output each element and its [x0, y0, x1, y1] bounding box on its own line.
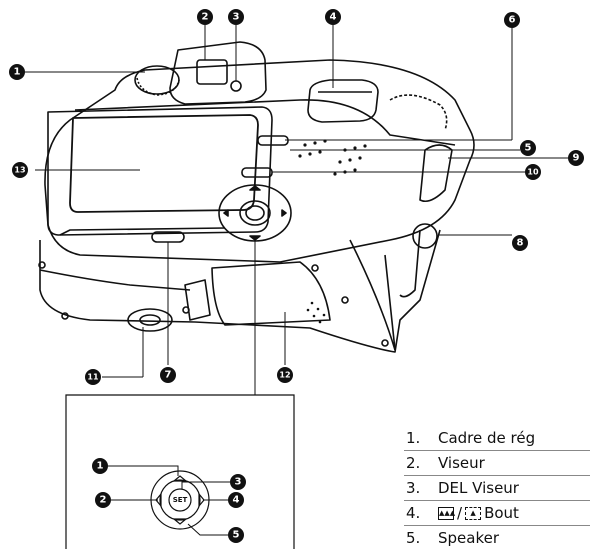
callout-7: 7: [165, 370, 172, 381]
lcd-frame: [47, 106, 273, 236]
button-10: [241, 167, 273, 178]
legend-row-3: 3. DEL Viseur: [404, 476, 590, 501]
lcd-screen: [69, 114, 259, 213]
legend-row-5: 5. Speaker: [404, 526, 590, 550]
callout-1: 1: [14, 67, 21, 78]
legend-label: Speaker: [438, 529, 500, 547]
callout-11: 11: [87, 373, 99, 382]
strap-lug: [412, 223, 438, 249]
inset-callout-1: 1: [97, 461, 104, 472]
bottom-vents: [306, 301, 326, 324]
inset-callout-4: 4: [233, 495, 240, 506]
legend-label: Cadre de rég: [438, 429, 536, 447]
legend-num: 2.: [406, 454, 421, 472]
speaker-grille: [298, 139, 367, 176]
inset-callout-2: 2: [100, 495, 107, 506]
legend-row-2: 2. Viseur: [404, 451, 590, 476]
legend-num: 1.: [406, 429, 421, 447]
callout-2: 2: [202, 12, 209, 23]
battery-cover: [211, 261, 331, 326]
viewfinder-led: [230, 80, 242, 92]
legend-num: 3.: [406, 479, 421, 497]
callout-4: 4: [330, 12, 337, 23]
button-5: [257, 135, 289, 146]
zoom-lever: [307, 79, 379, 123]
legend-label: DEL Viseur: [438, 479, 519, 497]
side-door: [419, 144, 453, 203]
callout-10: 10: [527, 168, 539, 177]
callout-5: 5: [525, 143, 532, 154]
legend-label: Bout: [484, 504, 519, 522]
camera-body-bottom: [39, 229, 441, 353]
legend-num: 4.: [406, 504, 421, 522]
viewfinder-housing: [169, 41, 267, 105]
callout-12: 12: [279, 371, 290, 380]
parts-legend: 1. Cadre de rég 2. Viseur 3. DEL Viseur …: [404, 426, 590, 550]
callout-3: 3: [233, 12, 240, 23]
legend-row-1: 1. Cadre de rég: [404, 426, 590, 451]
shutter-ring: [389, 94, 448, 131]
legend-num: 5.: [406, 529, 421, 547]
inset-callout-5: 5: [233, 530, 240, 541]
legend-label: Viseur: [438, 454, 485, 472]
zoom-tele-icon: ▲: [465, 506, 482, 520]
camera-body-top: [44, 59, 475, 263]
inset-set-label: SET: [173, 496, 188, 504]
controller-inset: [65, 394, 295, 549]
zoom-wide-icon: ▲▲▲: [438, 506, 455, 520]
inset-callout-3: 3: [235, 477, 242, 488]
callout-13: 13: [14, 166, 25, 175]
callout-8: 8: [517, 238, 524, 249]
tripod-socket: [127, 308, 173, 332]
callout-6: 6: [509, 15, 516, 26]
viewfinder: [196, 59, 228, 85]
callout-9: 9: [573, 153, 580, 164]
legend-row-4: 4. ▲▲▲ / ▲ Bout: [404, 501, 590, 526]
